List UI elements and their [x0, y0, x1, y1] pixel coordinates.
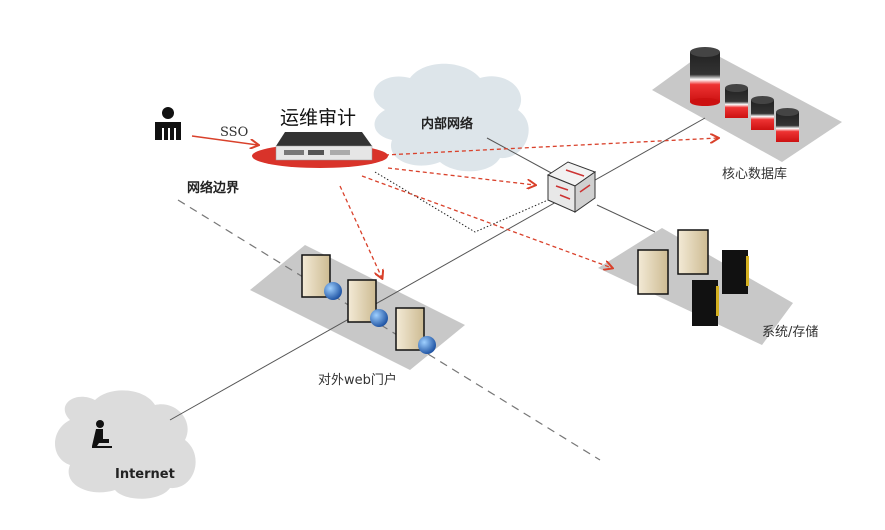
globe-icon [324, 282, 342, 300]
audit-access-arrows [339, 138, 718, 278]
sso-label: SSO [220, 125, 248, 140]
web-server-icons [301, 254, 436, 354]
user-icon [155, 107, 181, 140]
audit-to-switch-dotted-link [374, 171, 549, 233]
internal-network-cloud [373, 63, 529, 172]
core-database-label: 核心数据库 [722, 166, 787, 182]
internet-cloud [55, 390, 196, 499]
database-icon [690, 47, 799, 142]
storage-icon [692, 250, 749, 326]
sso-arrow [191, 135, 258, 145]
system-storage-label: 系统/存储 [762, 325, 818, 340]
switch-icon [546, 161, 597, 213]
server-icon [637, 229, 709, 295]
network-links [169, 117, 706, 421]
network-boundary-label: 网络边界 [187, 180, 239, 196]
audit-title: 运维审计 [280, 107, 356, 129]
server-icon [301, 254, 342, 300]
server-icon [395, 307, 436, 354]
internal-network-label: 内部网络 [421, 116, 473, 132]
internet-label: Internet [115, 467, 175, 482]
globe-icon [370, 309, 388, 327]
audit-appliance-icon [252, 132, 388, 168]
server-icon [347, 279, 388, 327]
internet-user-icon [92, 420, 112, 448]
network-boundary-line [177, 199, 601, 461]
globe-icon [418, 336, 436, 354]
web-portal-label: 对外web门户 [318, 372, 397, 388]
